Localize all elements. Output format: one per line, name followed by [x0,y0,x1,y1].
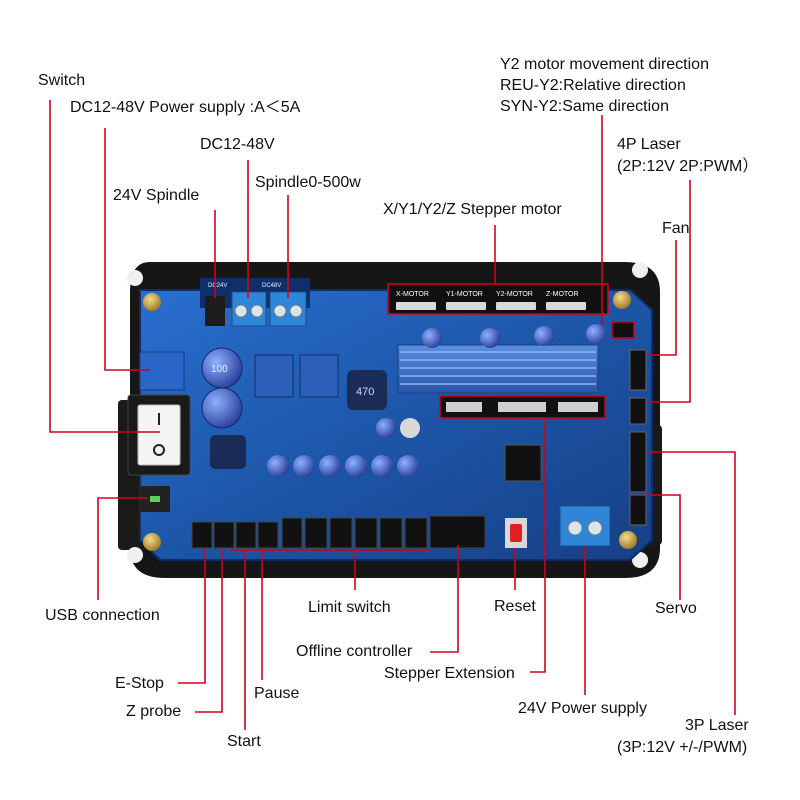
label-estop: E-Stop [115,675,164,692]
motor-header-x: X-MOTOR [396,291,429,298]
label-y2-direction-line1: Y2 motor movement direction [500,56,709,73]
motor-header-outline [387,283,609,315]
inductor [210,435,246,469]
capacitor-value: 100 [211,364,228,375]
label-spindle-500w: Spindle0-500w [255,174,361,191]
capacitor [422,328,442,348]
power-24v-terminal [559,505,611,547]
capacitor [400,418,420,438]
switch-off-mark [153,444,165,456]
capacitor [586,324,606,344]
callout-estop [178,548,206,684]
mcu-chip [504,444,542,482]
silkscreen-dc24v: DC24V [208,283,227,289]
capacitor [293,455,315,477]
capacitor [534,326,554,346]
capacitor [376,418,396,438]
label-limit-switch: Limit switch [308,599,391,616]
capacitor [267,455,289,477]
label-3p-laser-line2: (3P:12V +/-/PWM) [617,739,748,756]
label-24v-spindle: 24V Spindle [113,187,200,204]
label-stepper-extension: Stepper Extension [384,665,515,682]
label-fan: Fan [662,220,690,237]
callout-fan [648,240,677,356]
label-offline-controller: Offline controller [296,643,413,660]
bottom-headers [191,515,486,549]
capacitor [319,455,341,477]
callout-usb [97,497,148,600]
label-usb: USB connection [45,607,160,624]
regulator-ic [254,354,294,398]
standoffs [143,291,637,551]
usb-led [150,496,160,502]
motor-header-z: Z-MOTOR [546,291,579,298]
label-y2-direction-line3: SYN-Y2:Same direction [500,98,669,115]
label-24v-power: 24V Power supply [518,700,647,717]
label-3p-laser-line1: 3P Laser [685,717,749,734]
mount-hole [127,270,143,286]
label-reset: Reset [494,598,536,615]
motor-header-y2: Y2-MOTOR [496,291,533,298]
callout-servo [648,494,681,600]
label-stepper-motor: X/Y1/Y2/Z Stepper motor [383,201,562,218]
y2-direction-jumper [611,321,635,339]
screw-terminal [587,520,603,536]
label-zprobe: Z probe [126,703,182,720]
screw-terminal [567,520,583,536]
label-4p-laser-line1: 4P Laser [617,136,681,153]
screw-terminal [289,304,303,318]
mount-hole [632,262,648,278]
callout-stepper-extension [530,420,546,673]
silkscreen-dc48v: DC48V [262,283,281,289]
callout-3p-laser [648,451,736,715]
regulator-ic [299,354,339,398]
heatsink [397,344,599,394]
capacitor [371,455,393,477]
label-pause: Pause [254,685,300,702]
callout-offline-controller [430,545,459,653]
inductor-470 [347,370,387,410]
screw-terminal [250,304,264,318]
callout-limit-switch [230,549,430,590]
motor-header-pins [396,302,586,310]
reset-button-cap [510,524,522,542]
power-switch-rocker [137,404,181,466]
screw-terminal [234,304,248,318]
label-start: Start [227,733,261,750]
callout-4p-laser [648,180,691,403]
label-servo: Servo [655,600,697,617]
motor-header-y1: Y1-MOTOR [446,291,483,298]
inductor-value: 470 [356,386,374,398]
power-module [139,351,185,391]
screw-terminal [273,304,287,318]
callout-switch [49,100,160,433]
capacitor [345,455,367,477]
callout-lines [49,100,736,730]
callout-power-supply [104,128,150,371]
callout-zprobe [195,548,223,713]
label-y2-direction-line2: REU-Y2:Relative direction [500,77,686,94]
mount-hole [632,552,648,568]
label-4p-laser-line2: (2P:12V 2P:PWM） [617,158,759,175]
capacitor [480,328,500,348]
label-switch: Switch [38,72,86,89]
label-dc12-48v: DC12-48V [200,136,275,153]
heatsink-fins [400,351,596,385]
label-power-supply: DC12-48V Power supply :A＜5A [70,99,301,116]
mount-hole [127,547,143,563]
capacitor [397,455,419,477]
right-connectors [629,349,647,526]
spindle-24v-connector [205,296,225,326]
capacitor [201,387,243,429]
stepper-extension-pins [446,402,598,412]
